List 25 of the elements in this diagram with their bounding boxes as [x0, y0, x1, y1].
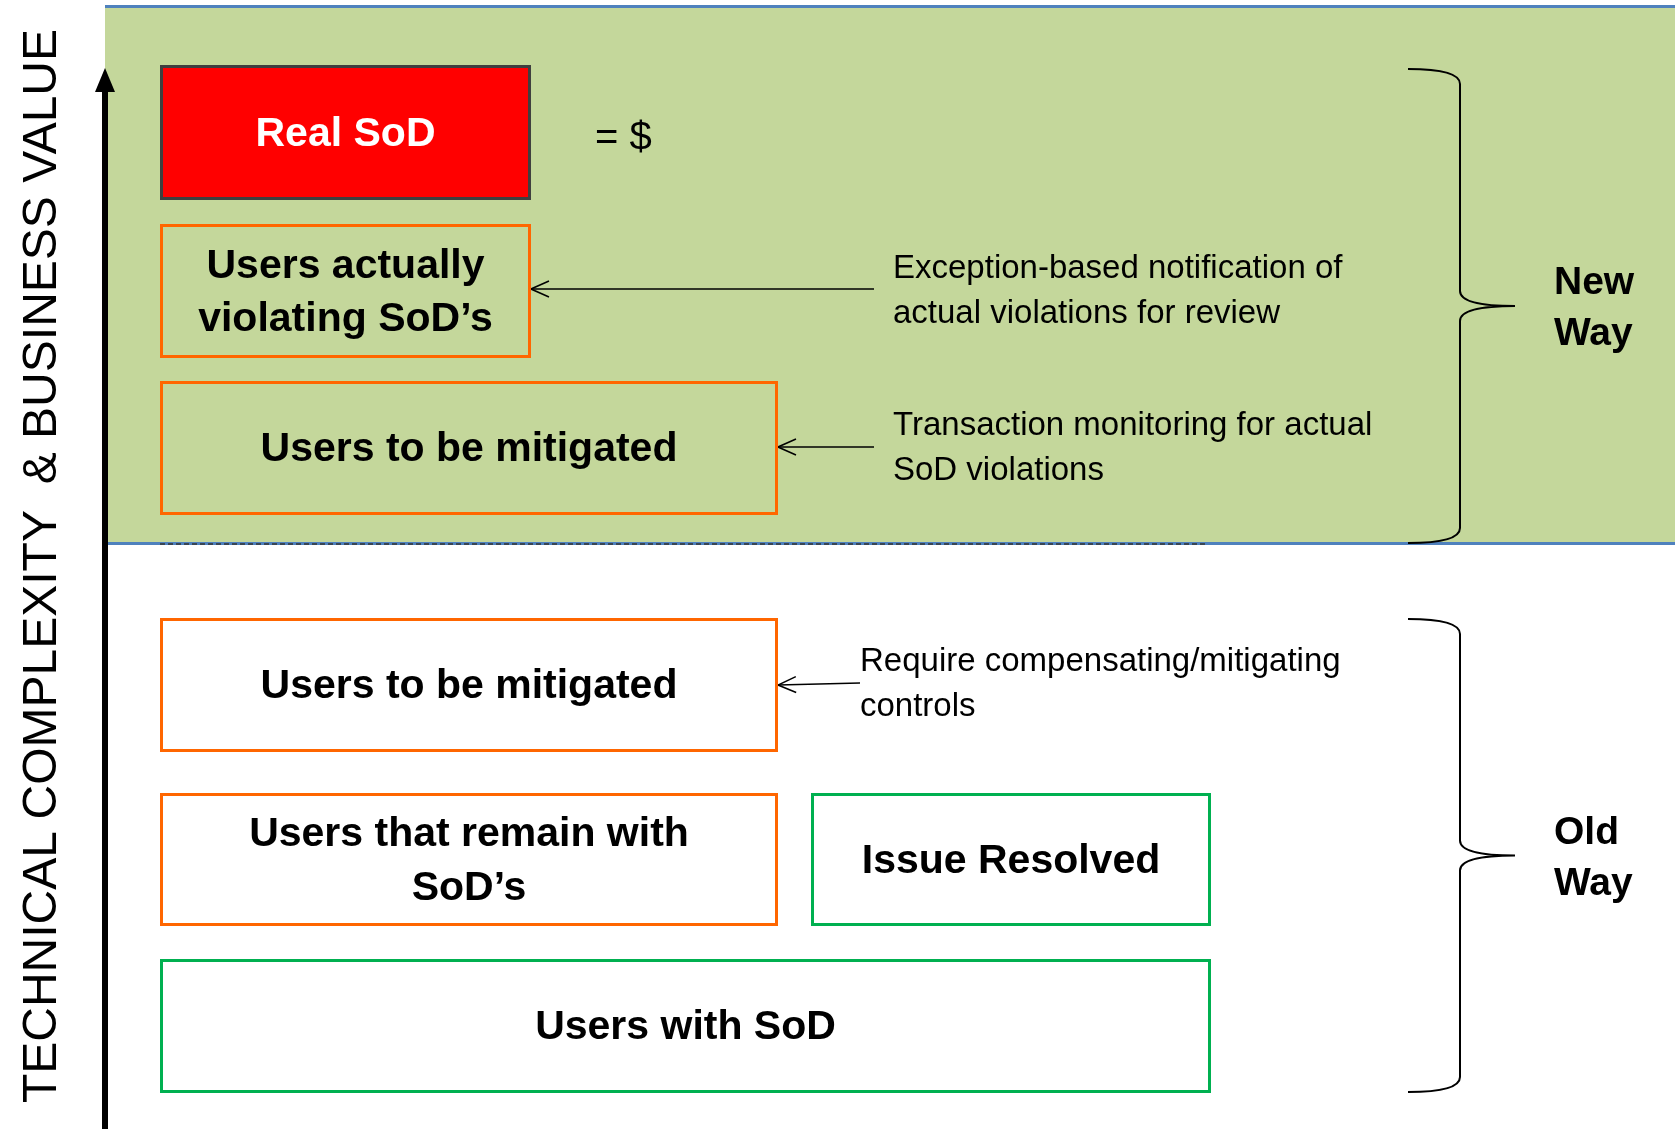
box-label: Users with SoD: [534, 1001, 837, 1051]
box-label: Users that remain with SoD’s: [248, 808, 690, 911]
value-band: [105, 5, 1675, 545]
annotation-text: Require compensating/mitigating controls: [860, 638, 1420, 728]
process-box: [811, 793, 1211, 926]
leader-arrow: [777, 675, 861, 694]
process-box: [160, 381, 778, 515]
box-label: Issue Resolved: [860, 834, 1162, 884]
box-label: Users to be mitigated: [259, 423, 679, 473]
group-label: New Way: [1554, 258, 1636, 355]
process-box: [160, 224, 531, 358]
process-box: [160, 959, 1211, 1093]
group-label: Old Way: [1554, 808, 1634, 905]
process-box: [160, 793, 778, 926]
box-label: Users actually violating SoD’s: [197, 239, 494, 342]
annotation-text: Transaction monitoring for actual SoD violations: [874, 402, 1419, 492]
axis-title: TECHNICAL COMPLEXITY & BUSINESS VALUE: [16, 28, 64, 1104]
equation-label: = $: [595, 113, 652, 160]
leader-arrow: [777, 438, 875, 456]
annotation-text: Exception-based notification of actual violations for review: [874, 245, 1434, 335]
leader-arrow: [530, 280, 875, 298]
process-box: [160, 618, 778, 752]
process-box: [160, 65, 531, 200]
box-label: Real SoD: [254, 107, 437, 157]
box-label: Users to be mitigated: [259, 660, 679, 710]
